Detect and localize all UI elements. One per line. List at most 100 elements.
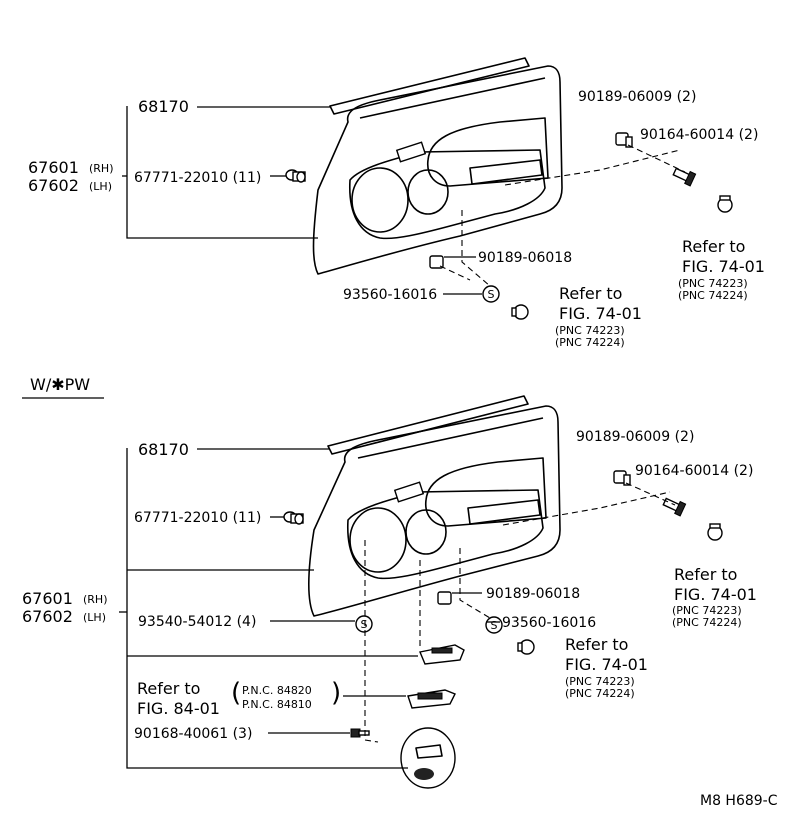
label-rh-top: (RH) xyxy=(89,162,114,175)
ref-switch-line1-bottom: Refer to xyxy=(137,679,200,698)
ref-mid-pnc2-bottom: (PNC 74224) xyxy=(565,687,635,700)
ref-bottom-pnc1-top: (PNC 74223) xyxy=(555,324,625,337)
dash-lower-bottom xyxy=(459,548,491,619)
ref-right-pnc2-bottom: (PNC 74224) xyxy=(672,616,742,629)
clip-icon xyxy=(285,169,306,183)
ref-bottom-line1-top: Refer to xyxy=(559,284,622,303)
label-rh-bottom: (RH) xyxy=(83,593,108,606)
ref-switch-pnc1-bottom: P.N.C. 84820 xyxy=(242,684,312,697)
label-68170-top: 68170 xyxy=(138,97,189,116)
pull-handle-bottom xyxy=(467,499,541,525)
label-s-part-left-bottom: 93540-54012 (4) xyxy=(138,614,256,630)
label-clip-bottom: 67771-22010 (11) xyxy=(134,510,261,526)
label-clip-top: 67771-22010 (11) xyxy=(134,170,261,186)
lamp-bulb-lower-icon xyxy=(511,304,529,320)
label-67601-top: 67601 xyxy=(28,158,79,177)
label-lh-bottom: (LH) xyxy=(83,611,106,624)
label-nut-lower-bottom: 90189-06018 xyxy=(486,586,580,602)
ref-switch-line2-bottom: FIG. 84-01 xyxy=(137,699,220,718)
door-lock-knob xyxy=(395,141,427,163)
label-bolt-bottom: 90168-40061 (3) xyxy=(134,726,252,742)
ref-switch-pnc2-bottom: P.N.C. 84810 xyxy=(242,698,312,711)
nut-icon xyxy=(613,470,631,486)
label-nut-upper-bottom: 90189-06009 (2) xyxy=(576,429,694,445)
ref-right-pnc2-top: (PNC 74224) xyxy=(678,289,748,302)
s-symbol-label: S xyxy=(488,288,495,301)
label-67601-bottom: 67601 xyxy=(22,589,73,608)
bottom-assembly: S S xyxy=(119,395,723,789)
door-armrest-bottom xyxy=(347,489,544,580)
label-s-part-top: 93560-16016 xyxy=(343,287,437,303)
handle-bezel xyxy=(407,169,449,215)
speaker-grille-bottom xyxy=(349,507,407,573)
door-panel-top-edge-bottom xyxy=(357,417,544,459)
ref-mid-line2-bottom: FIG. 74-01 xyxy=(565,655,648,674)
dash-upper-screw-bottom xyxy=(502,491,671,526)
label-lh-top: (LH) xyxy=(89,180,112,193)
section-title: W/✱PW xyxy=(30,375,90,394)
s-symbol-label-left: S xyxy=(361,618,368,631)
dash-nut-screw-bottom xyxy=(625,482,676,506)
door-panel-top-edge xyxy=(359,77,546,119)
ref-right-pnc1-bottom: (PNC 74223) xyxy=(672,604,742,617)
label-67602-bottom: 67602 xyxy=(22,607,73,626)
label-s-part-right-bottom: 93560-16016 xyxy=(502,615,596,631)
ref-right-line1-top: Refer to xyxy=(682,237,745,256)
ref-right-line1-bottom: Refer to xyxy=(674,565,737,584)
clip-icon xyxy=(283,511,304,525)
label-68170-bottom: 68170 xyxy=(138,440,189,459)
pull-handle xyxy=(469,159,543,185)
nut-icon xyxy=(615,132,633,148)
ref-mid-pnc1-bottom: (PNC 74223) xyxy=(565,675,635,688)
weatherstrip-strip xyxy=(329,57,530,115)
top-assembly: S xyxy=(122,57,733,320)
door-handle-recess xyxy=(426,117,549,187)
dash-lower-2 xyxy=(439,265,471,281)
dash-nut-screw xyxy=(627,144,686,173)
label-screw-top: 90164-60014 (2) xyxy=(640,127,758,143)
label-nut-upper-top: 90189-06009 (2) xyxy=(578,89,696,105)
screw-icon xyxy=(662,497,687,517)
s-retainer-icon: S xyxy=(482,285,500,303)
bracket-left xyxy=(126,106,318,239)
nut-lower-icon xyxy=(429,255,444,269)
lamp-bulb-lower-icon xyxy=(517,639,535,655)
door-handle-recess-bottom xyxy=(424,457,547,527)
label-67602-top: 67602 xyxy=(28,176,79,195)
bolt-icon xyxy=(350,728,370,738)
lamp-bulb-icon xyxy=(707,523,723,541)
ref-switch-paren-open: ( xyxy=(231,678,241,708)
ref-bottom-line2-top: FIG. 74-01 xyxy=(559,304,642,323)
lamp-bulb-icon xyxy=(717,195,733,213)
nut-lower-icon xyxy=(437,591,452,605)
door-lock-knob-bottom xyxy=(393,481,425,503)
armrest-cover-icon xyxy=(400,727,456,789)
dash-lower xyxy=(461,210,491,287)
door-armrest xyxy=(349,149,546,240)
diagram-code: M8 H689-C xyxy=(700,793,778,809)
label-nut-lower-top: 90189-06018 xyxy=(478,250,572,266)
weatherstrip-strip-bottom xyxy=(327,395,529,455)
door-panel-outline-bottom xyxy=(307,405,561,617)
ref-right-line2-bottom: FIG. 74-01 xyxy=(674,585,757,604)
switch-bezel-icon xyxy=(407,689,456,709)
label-screw-bottom: 90164-60014 (2) xyxy=(635,463,753,479)
door-panel-outline xyxy=(312,65,563,275)
screw-icon xyxy=(672,167,697,187)
bracket-left-bottom xyxy=(126,448,408,769)
s-symbol-label-right: S xyxy=(491,619,498,632)
ref-mid-line1-bottom: Refer to xyxy=(565,635,628,654)
speaker-grille xyxy=(351,167,409,233)
ref-bottom-pnc2-top: (PNC 74224) xyxy=(555,336,625,349)
window-switch-icon xyxy=(419,644,465,665)
s-retainer-icon: S xyxy=(355,615,373,633)
handle-bezel-bottom xyxy=(405,509,447,555)
dash-upper-screw xyxy=(504,149,681,186)
ref-right-line2-top: FIG. 74-01 xyxy=(682,257,765,276)
dash-speaker-bottom xyxy=(364,540,379,743)
ref-switch-paren-close: ) xyxy=(331,678,341,708)
s-retainer-icon: S xyxy=(485,616,503,634)
ref-right-pnc1-top: (PNC 74223) xyxy=(678,277,748,290)
